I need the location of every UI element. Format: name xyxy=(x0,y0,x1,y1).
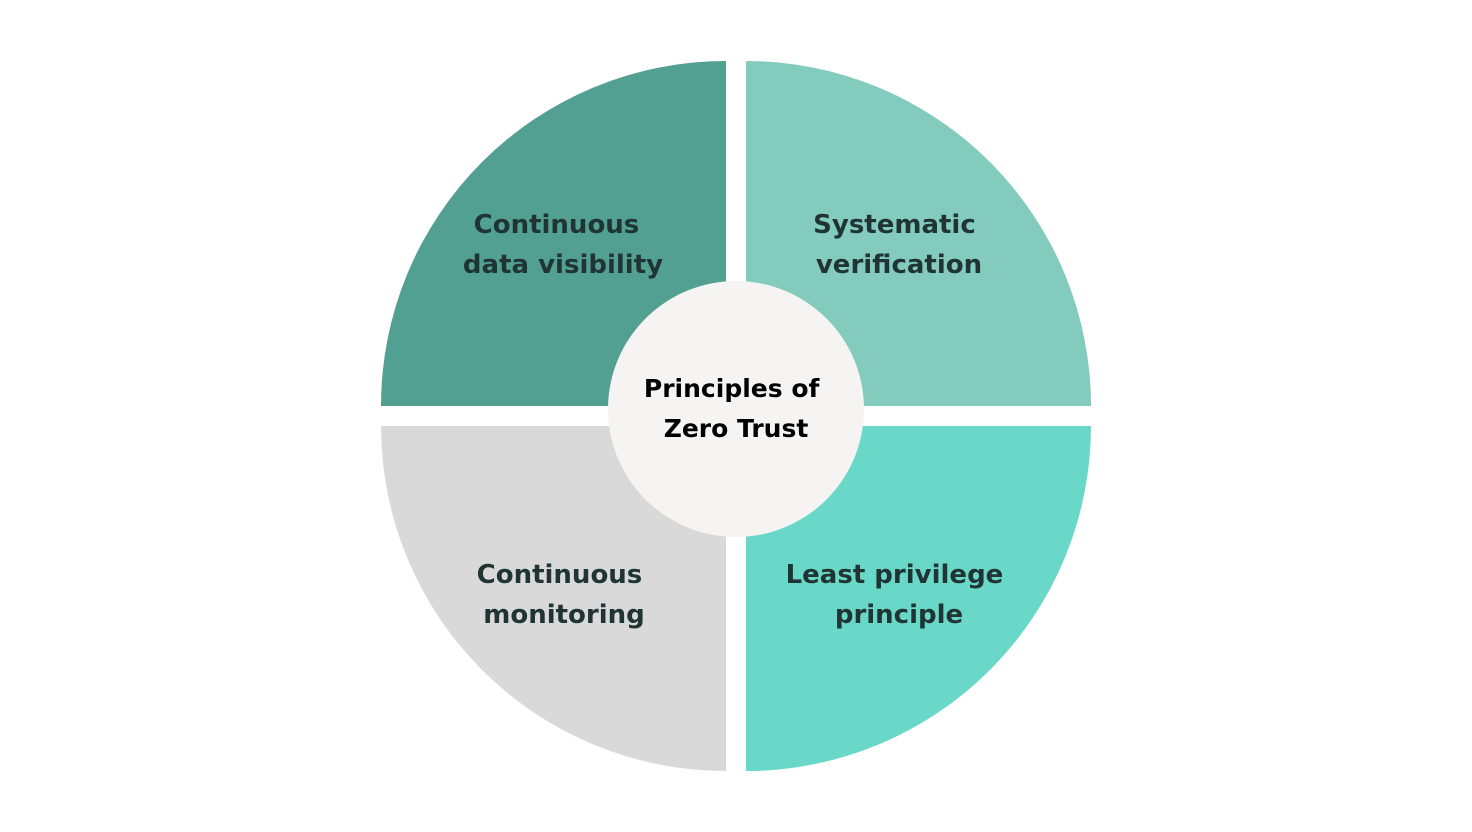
quadrant-bottom-left-line1: Continuous xyxy=(477,560,643,590)
quadrant-top-left-label: Continuous data visibility xyxy=(463,210,663,280)
quadrant-bottom-right-line1: Least privilege xyxy=(786,560,1004,590)
quadrant-top-right-label: Systematic verification xyxy=(813,210,985,280)
quadrant-top-left-line2: data visibility xyxy=(463,250,663,280)
quadrant-top-left xyxy=(381,61,726,406)
center-title: Principles of Zero Trust xyxy=(644,374,828,443)
quadrant-bottom-left-label: Continuous monitoring xyxy=(477,560,652,630)
quadrant-top-right-line2: verification xyxy=(816,250,982,280)
quadrant-top-right xyxy=(746,61,1091,406)
quadrant-bottom-right xyxy=(746,426,1091,771)
quadrant-bottom-right-label: Least privilege principle xyxy=(786,560,1013,630)
center-title-line1: Principles of xyxy=(644,374,821,403)
quadrant-bottom-left xyxy=(381,426,726,771)
center-circle xyxy=(608,281,864,537)
quadrant-bottom-right-line2: principle xyxy=(835,600,963,630)
center-title-line2: Zero Trust xyxy=(664,414,809,443)
quadrant-top-right-line1: Systematic xyxy=(813,210,976,240)
quadrant-top-left-line1: Continuous xyxy=(474,210,640,240)
quadrant-bottom-left-line2: monitoring xyxy=(483,600,645,630)
